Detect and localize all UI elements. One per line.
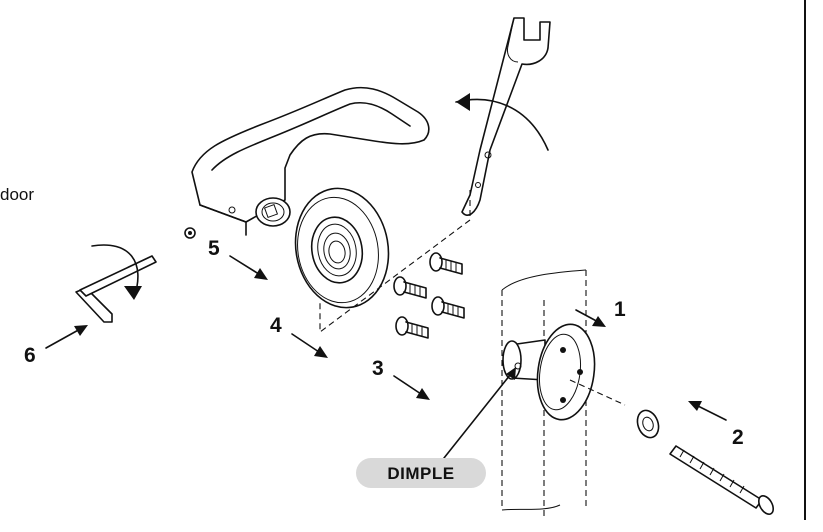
spanner-wrench-icon <box>461 17 551 216</box>
step-label-1: 1 <box>614 298 626 321</box>
step-label-4: 4 <box>270 314 282 337</box>
alignment-guide <box>319 190 471 334</box>
through-bolt-icon <box>669 445 775 515</box>
step-label-6: 6 <box>24 344 36 367</box>
side-text-door: door <box>0 185 34 204</box>
dimple-label: DIMPLE <box>387 464 454 483</box>
dimple-badge <box>356 458 486 488</box>
hex-key-icon <box>75 255 157 323</box>
lever-handle-icon <box>191 86 430 236</box>
dimple-callout: DIMPLE <box>356 367 516 488</box>
washer-icon <box>636 409 660 439</box>
hub-assembly-icon <box>502 323 626 421</box>
set-screw-icon <box>184 227 196 239</box>
step-label-2: 2 <box>732 426 744 449</box>
step-label-5: 5 <box>208 237 220 260</box>
rose-plate-icon <box>294 187 390 309</box>
hex-rotation-arrow-icon <box>91 244 142 300</box>
rotation-arrow-icon <box>455 93 549 151</box>
step-arrows <box>45 255 727 421</box>
step-label-3: 3 <box>372 357 384 380</box>
mounting-screws-icon <box>393 252 465 339</box>
